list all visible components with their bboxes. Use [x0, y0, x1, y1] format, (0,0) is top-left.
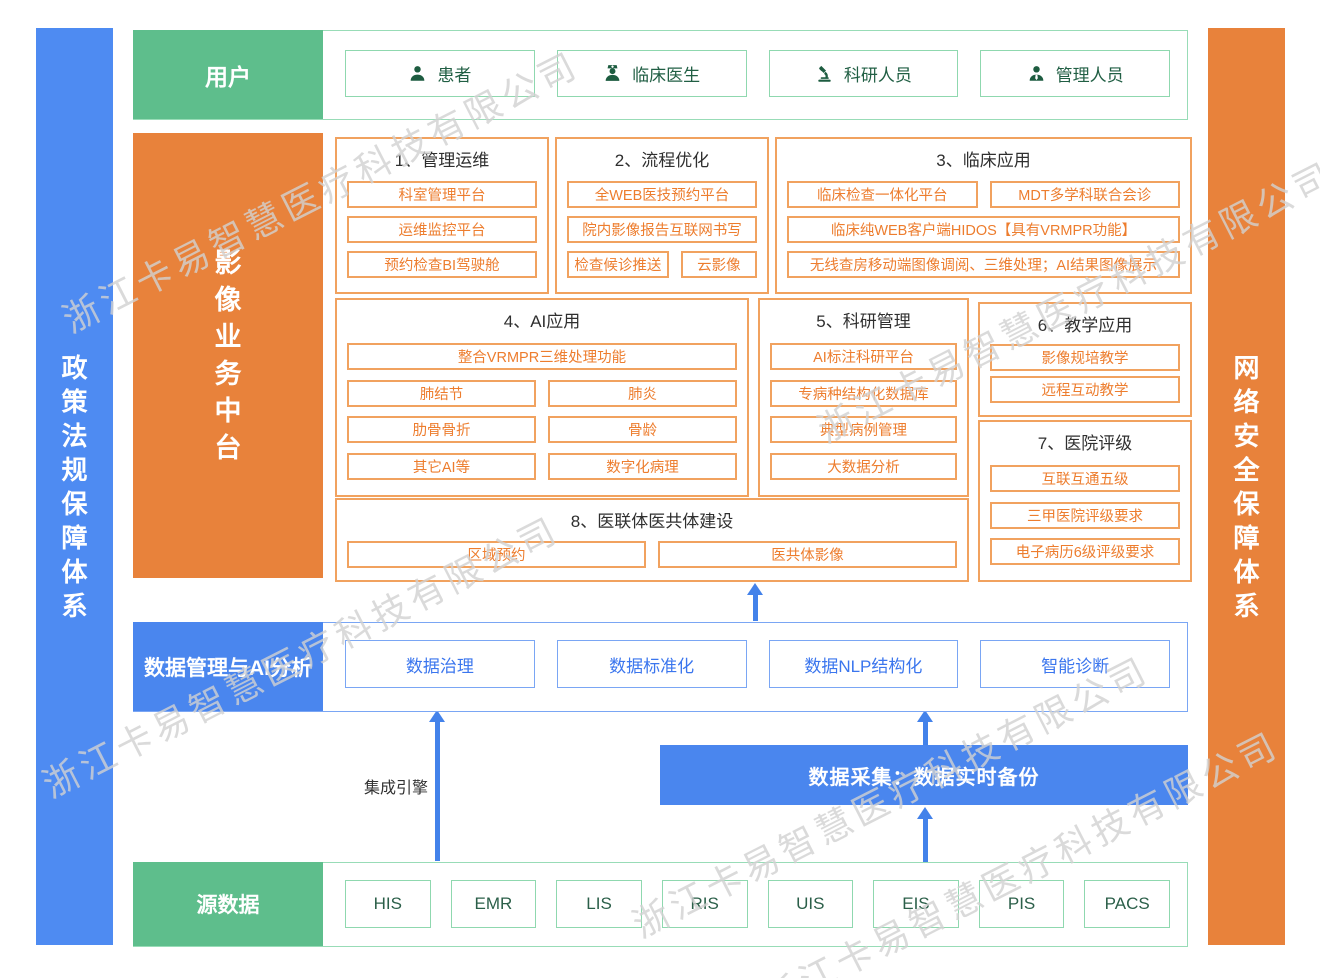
platform-item: 科室管理平台: [347, 181, 537, 208]
section-title: 1、管理运维: [394, 151, 490, 170]
data-mgmt-items: 数据治理数据标准化数据NLP结构化智能诊断: [345, 640, 1170, 688]
user-item-clinician: 临床医生: [556, 50, 747, 97]
patient-icon: [411, 66, 425, 81]
section-medical-alliance: 8、医联体医共体建设区域预约医共体影像: [335, 498, 969, 582]
integration-engine-label: 集成引擎: [363, 780, 428, 797]
platform-item: 电子病历6级评级要求: [990, 537, 1180, 565]
platform-item: 骨龄: [548, 416, 737, 444]
section-research-management: 5、科研管理 AI标注科研平台专病种结构化数据库典型病例管理大数据分析: [758, 298, 969, 497]
source-system-item: PACS: [1084, 880, 1170, 928]
users-row-label: 用户: [133, 30, 323, 119]
admin-icon: [1029, 66, 1043, 81]
data-collection-box: 数据采集：数据实时备份: [660, 745, 1188, 805]
source-system-item: EIS: [873, 880, 959, 928]
user-item-admin: 管理人员: [980, 50, 1170, 97]
section-teaching-application: 6、教学应用影像规培教学远程互动教学: [978, 302, 1192, 417]
data-mgmt-item: 数据治理: [345, 640, 535, 688]
platform-item: 预约检查BI驾驶舱: [347, 251, 537, 278]
data-mgmt-item: 数据标准化: [556, 640, 747, 688]
platform-item: AI标注科研平台: [770, 343, 957, 371]
source-system-item: UIS: [767, 880, 854, 928]
platform-item: 云影像: [680, 251, 757, 278]
platform-item: 院内影像报告互联网书写: [567, 216, 757, 243]
data-mgmt-item: 数据NLP结构化: [768, 640, 959, 688]
policy-regulation-bar: 政策法规保障体系: [36, 28, 113, 945]
data-mgmt-item: 智能诊断: [980, 640, 1170, 688]
user-item-label: 患者: [437, 66, 472, 85]
platform-item: 影像规培教学: [990, 343, 1180, 371]
user-item-label: 科研人员: [843, 66, 912, 85]
section-ai-application: 4、AI应用整合VRMPR三维处理功能肺结节肺炎肋骨骨折骨龄其它AI等数字化病理: [335, 298, 749, 497]
section-clinical-application: 3、临床应用临床检查一体化平台 MDT多学科联合会诊临床纯WEB客户端HIDOS【…: [775, 137, 1192, 294]
platform-item: 肺炎: [548, 379, 737, 407]
platform-item: 无线查房移动端图像调阅、三维处理；AI结果图像展示: [787, 251, 1180, 278]
section-title: 7、医院评级: [1037, 434, 1133, 453]
section-process-optimization: 2、流程优化全WEB医技预约平台院内影像报告互联网书写检查候诊推送云影像: [555, 137, 769, 294]
platform-item: 其它AI等: [347, 452, 536, 480]
imaging-platform-label: 影像业务中台: [133, 133, 323, 578]
platform-item: 临床纯WEB客户端HIDOS【具有VRMPR功能】: [787, 216, 1180, 243]
platform-item: MDT多学科联合会诊: [989, 181, 1180, 208]
microscope-icon: [818, 65, 831, 82]
platform-item: 数字化病理: [548, 452, 737, 480]
source-system-item: EMR: [450, 880, 537, 928]
section-title: 2、流程优化: [614, 151, 710, 170]
platform-item: 典型病例管理: [770, 416, 957, 444]
source-system-item: PIS: [978, 880, 1065, 928]
user-item-label: 管理人员: [1055, 66, 1124, 85]
platform-item: 全WEB医技预约平台: [567, 181, 757, 208]
policy-regulation-label: 政策法规保障体系: [61, 352, 88, 621]
platform-item: 检查候诊推送: [567, 251, 669, 278]
section-hospital-rating: 7、医院评级互联互通五级三甲医院评级要求电子病历6级评级要求: [978, 420, 1192, 582]
network-security-label: 网络安全保障体系: [1233, 352, 1260, 621]
section-title: 8、医联体医共体建设: [570, 512, 734, 531]
platform-item: 肋骨骨折: [347, 416, 536, 444]
data-mgmt-label: 数据管理与AI分析: [133, 622, 323, 711]
source-data-label: 源数据: [133, 862, 323, 946]
doctor-icon: [605, 65, 620, 81]
source-system-item: LIS: [556, 880, 642, 928]
platform-item: 远程互动教学: [990, 376, 1180, 404]
section-title: 5、科研管理: [816, 312, 911, 331]
user-item-researcher: 科研人员: [768, 50, 959, 97]
section-title: 3、临床应用: [936, 151, 1031, 170]
network-security-bar: 网络安全保障体系: [1208, 28, 1285, 945]
section-title: 4、AI应用: [503, 312, 581, 331]
platform-item: 运维监控平台: [347, 216, 537, 243]
section-title: 6、教学应用: [1037, 316, 1133, 335]
platform-item: 肺结节: [347, 379, 536, 407]
user-item-label: 临床医生: [632, 66, 701, 85]
user-item-patient: 患者: [345, 50, 535, 97]
platform-item: 医共体影像: [658, 540, 957, 568]
source-system-item: HIS: [345, 880, 431, 928]
platform-item: 大数据分析: [770, 452, 957, 480]
source-system-item: RIS: [661, 880, 748, 928]
platform-item: 互联互通五级: [990, 465, 1180, 493]
platform-item: 区域预约: [347, 540, 646, 568]
platform-item: 专病种结构化数据库: [770, 379, 957, 407]
section-management-ops: 1、管理运维科室管理平台运维监控平台预约检查BI驾驶舱: [335, 137, 549, 294]
source-data-items: HIS EMR LIS RIS UIS EIS PIS PACS: [345, 880, 1170, 928]
platform-item: 三甲医院评级要求: [990, 501, 1180, 529]
platform-item: 临床检查一体化平台: [787, 181, 978, 208]
users-items: 患者 临床医生 科研人员 管理人员: [345, 50, 1170, 97]
platform-item: 整合VRMPR三维处理功能: [347, 343, 737, 371]
imaging-platform-label-text: 影像业务中台: [214, 247, 242, 463]
